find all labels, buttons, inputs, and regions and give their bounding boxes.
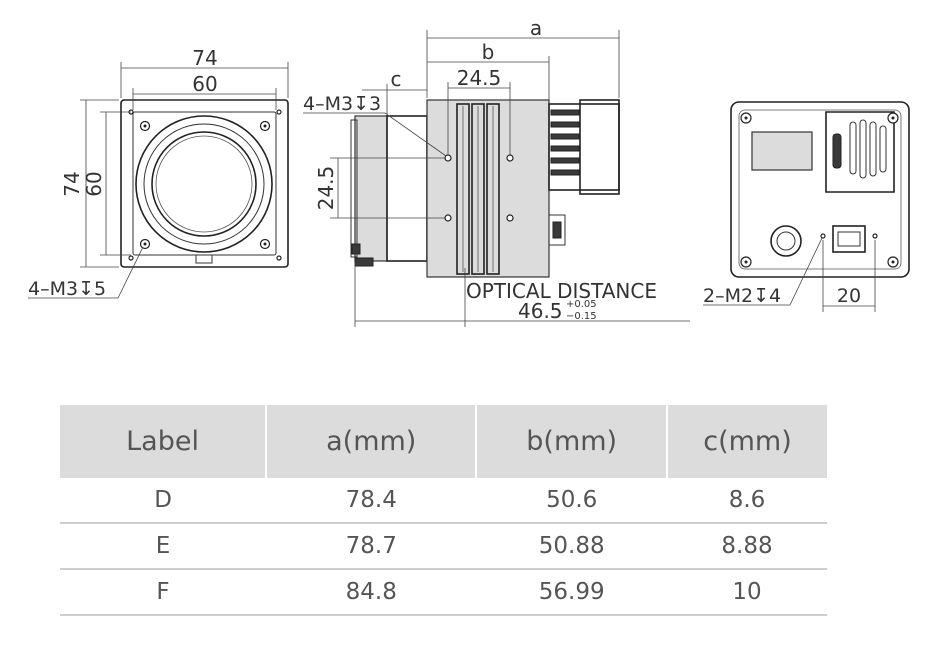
cell-c: 8.88 [666,523,827,570]
header-a: a(mm) [265,405,477,478]
rear-hole-callout: 2–M2↧4 [703,285,781,307]
plug-grip-lines [550,109,580,176]
front-hole-callout: 4–M3↧5 [28,278,106,300]
table-row: E 78.7 50.88 8.88 [60,523,827,570]
cell-label: F [60,569,267,616]
dim-front-height-outer: 74 [60,171,84,196]
rear-view: 2–M2↧4 20 [703,101,910,312]
dim-side-spacing-v: 24.5 [314,166,338,211]
optical-distance-label: OPTICAL DISTANCE [466,279,657,303]
cell-a: 78.4 [266,478,477,524]
cell-b: 56.99 [476,569,667,616]
cell-label: E [60,523,267,570]
dim-front-height-inner: 60 [82,171,106,196]
side-hole-callout: 4–M3↧3 [303,93,381,115]
header-c: c(mm) [665,405,827,478]
table-row: F 84.8 56.99 10 [60,569,827,616]
cell-b: 50.6 [476,478,667,524]
cell-a: 84.8 [266,569,477,616]
table-header-row: Label a(mm) b(mm) c(mm) [60,405,827,478]
dimension-table: Label a(mm) b(mm) c(mm) D 78.4 50.6 8.6 … [60,405,827,616]
cell-a: 78.7 [266,523,477,570]
front-view: 74 60 74 60 4–M3↧5 [28,46,289,300]
cell-b: 50.88 [476,523,667,570]
dim-rear: 20 [837,285,861,307]
optical-distance-value: 46.5 [518,299,563,323]
dim-side-spacing-h: 24.5 [457,66,502,90]
table-row: D 78.4 50.6 8.6 [60,478,827,524]
optical-tolerance-minus: −0.15 [566,311,597,322]
header-b: b(mm) [475,405,667,478]
technical-drawing: 74 60 74 60 4–M3↧5 [28,16,910,327]
dim-a: a [530,16,542,40]
optical-tolerance-plus: +0.05 [566,299,597,310]
dim-front-width-outer: 74 [192,46,217,70]
side-view: a b 24.5 c 24.5 4–M3↧3 OPTICAL DISTANCE … [303,16,690,327]
dim-b: b [482,40,495,64]
dim-c: c [391,67,402,91]
cell-c: 10 [666,569,827,616]
cell-label: D [60,478,267,524]
dim-front-width-inner: 60 [192,72,217,96]
header-label: Label [60,405,267,478]
cell-c: 8.6 [666,478,827,524]
